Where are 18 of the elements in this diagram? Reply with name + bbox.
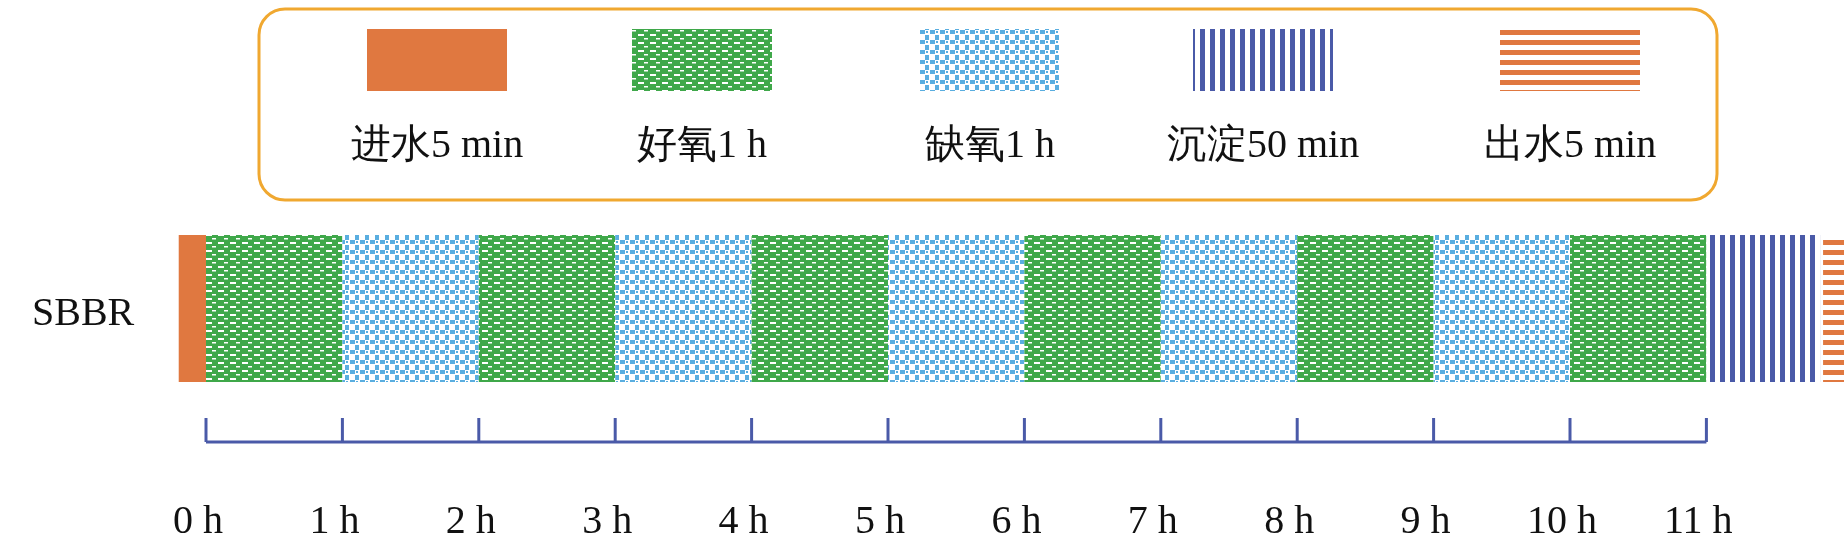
row-label: SBBR (32, 292, 135, 332)
tick-label: 5 h (855, 500, 905, 540)
legend-label: 进水5 min (351, 124, 524, 164)
tick-label: 2 h (445, 500, 496, 540)
tick-label: 11 h (1663, 500, 1733, 540)
tick-label: 1 h (309, 500, 360, 540)
legend-label: 出水5 min (1484, 124, 1657, 164)
tick-label: 3 h (582, 500, 633, 540)
tick-label: 0 h (173, 500, 223, 540)
tick-label: 7 h (1127, 500, 1178, 540)
tick-label: 8 h (1264, 500, 1315, 540)
tick-label: 10 h (1527, 500, 1597, 540)
tick-label: 6 h (991, 500, 1042, 540)
legend-label: 好氧1 h (637, 124, 767, 164)
legend-label: 缺氧1 h (925, 124, 1055, 164)
tick-label: 9 h (1400, 500, 1451, 540)
tick-label: 4 h (718, 500, 769, 540)
legend-label: 沉淀50 min (1167, 124, 1360, 164)
